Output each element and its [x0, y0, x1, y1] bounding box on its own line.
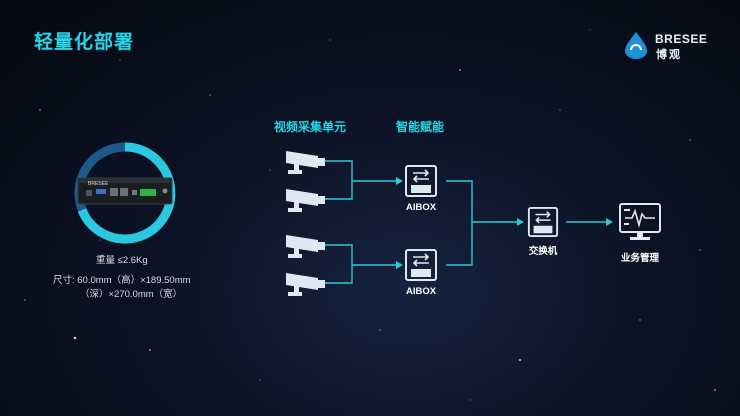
section-label-ai: 智能赋能 [396, 120, 445, 134]
wire-cam1 [324, 160, 353, 181]
device-front-label: BRESEE [88, 181, 109, 187]
cctv-camera-icon [286, 189, 325, 212]
aibox-device-illustration: BRESEE [70, 138, 180, 248]
aibox-label-bottom: AIBOX [405, 286, 437, 297]
aibox-label-top: AIBOX [405, 202, 437, 213]
network-switch-icon [527, 206, 559, 238]
cctv-camera-icon [286, 151, 325, 174]
business-management-label: 业务管理 [620, 253, 659, 264]
monitor-pulse-icon [619, 203, 661, 240]
water-drop-icon [625, 32, 647, 59]
wire-aibox2-to-junction [446, 222, 473, 266]
wire-cam2 [324, 181, 353, 200]
cctv-camera-icon [286, 273, 325, 296]
arrowhead-aibox2 [396, 261, 403, 269]
arrowhead-business [606, 218, 613, 226]
page-title: 轻量化部署 [34, 31, 135, 53]
wire-aibox1-to-junction [446, 180, 473, 222]
logo-text-en: BRESEE [655, 32, 708, 46]
switch-label: 交换机 [528, 246, 558, 257]
brand-logo: BRESEE 博观 [622, 30, 712, 61]
device-size-line-1: 尺寸: 60.0mm（高）×189.50mm [53, 275, 191, 286]
section-label-capture: 视频采集单元 [274, 120, 347, 134]
server-box-icon [405, 165, 437, 197]
arrowhead-switch [517, 218, 524, 226]
cctv-camera-icon [286, 235, 325, 258]
logo-text-cn: 博观 [656, 48, 682, 61]
wire-cam4 [324, 265, 353, 284]
device-weight: 重量 ≤2.6Kg [96, 255, 148, 266]
arrowhead-aibox1 [396, 177, 403, 185]
device-size-line-2: （深）×270.0mm（宽） [80, 289, 183, 300]
server-box-icon [405, 249, 437, 281]
wire-cam3 [324, 244, 353, 265]
